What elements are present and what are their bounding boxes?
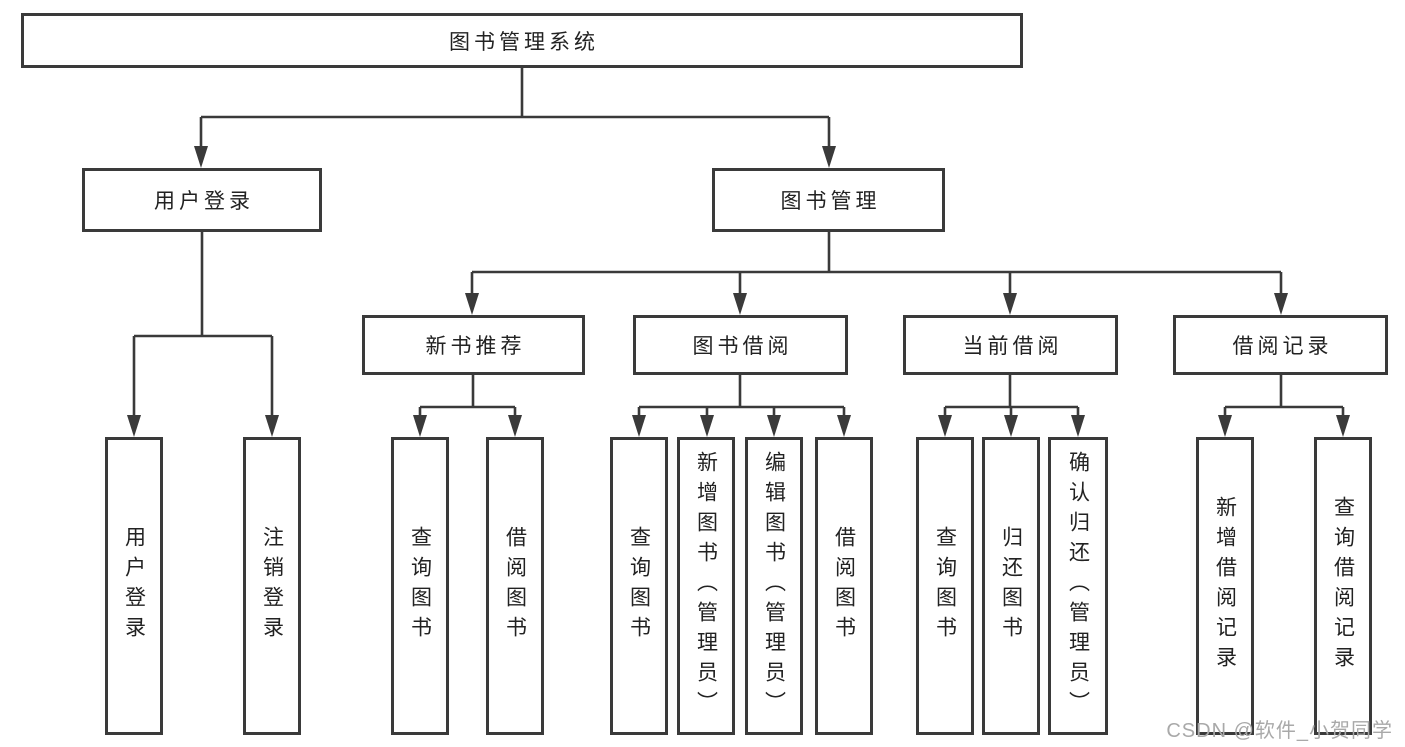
node-leaf-return-books-label: 归还图书 bbox=[999, 526, 1023, 646]
node-leaf-query-books-3-label: 查询图书 bbox=[933, 526, 957, 646]
node-leaf-confirm-return-admin-label: 确认归还（管理员） bbox=[1066, 451, 1090, 721]
node-leaf-confirm-return-admin: 确认归还（管理员） bbox=[1048, 437, 1108, 735]
node-user-login-label: 用户登录 bbox=[154, 190, 254, 213]
node-current-borrow: 当前借阅 bbox=[903, 315, 1118, 375]
node-leaf-return-books: 归还图书 bbox=[982, 437, 1040, 735]
node-borrow-records: 借阅记录 bbox=[1173, 315, 1388, 375]
node-leaf-borrow-books-1: 借阅图书 bbox=[486, 437, 544, 735]
node-leaf-add-borrow-record-label: 新增借阅记录 bbox=[1213, 496, 1237, 676]
connector-shafts bbox=[132, 66, 1345, 420]
node-leaf-query-borrow-record: 查询借阅记录 bbox=[1314, 437, 1372, 735]
node-book-borrow-label: 图书借阅 bbox=[692, 335, 793, 358]
node-root: 图书管理系统 bbox=[21, 13, 1023, 68]
node-leaf-logout: 注销登录 bbox=[243, 437, 301, 735]
node-leaf-borrow-books-2-label: 借阅图书 bbox=[832, 526, 856, 646]
node-leaf-query-borrow-record-label: 查询借阅记录 bbox=[1331, 496, 1355, 676]
node-leaf-logout-label: 注销登录 bbox=[260, 526, 284, 646]
node-root-label: 图书管理系统 bbox=[449, 30, 599, 54]
node-leaf-add-book-admin: 新增图书（管理员） bbox=[677, 437, 735, 735]
node-leaf-add-borrow-record: 新增借阅记录 bbox=[1196, 437, 1254, 735]
node-book-borrow: 图书借阅 bbox=[633, 315, 848, 375]
node-user-login: 用户登录 bbox=[82, 168, 322, 232]
node-leaf-query-books-1-label: 查询图书 bbox=[408, 526, 432, 646]
node-leaf-edit-book-admin-label: 编辑图书（管理员） bbox=[762, 451, 786, 721]
node-leaf-borrow-books-2: 借阅图书 bbox=[815, 437, 873, 735]
node-leaf-query-books-3: 查询图书 bbox=[916, 437, 974, 735]
node-leaf-query-books-2-label: 查询图书 bbox=[627, 526, 651, 646]
node-leaf-query-books-1: 查询图书 bbox=[391, 437, 449, 735]
node-book-management-label: 图书管理 bbox=[780, 190, 881, 213]
watermark: CSDN @软件_小贺同学 bbox=[1166, 720, 1393, 742]
node-leaf-add-book-admin-label: 新增图书（管理员） bbox=[694, 451, 718, 721]
node-borrow-records-label: 借阅记录 bbox=[1232, 335, 1333, 358]
node-book-management: 图书管理 bbox=[712, 168, 945, 232]
node-current-borrow-label: 当前借阅 bbox=[962, 335, 1063, 358]
node-leaf-user-login: 用户登录 bbox=[105, 437, 163, 735]
node-leaf-borrow-books-1-label: 借阅图书 bbox=[503, 526, 527, 646]
node-leaf-query-books-2: 查询图书 bbox=[610, 437, 668, 735]
arrowheads bbox=[127, 146, 1350, 437]
node-leaf-user-login-label: 用户登录 bbox=[122, 526, 146, 646]
node-new-book-recommend: 新书推荐 bbox=[362, 315, 585, 375]
node-leaf-edit-book-admin: 编辑图书（管理员） bbox=[745, 437, 803, 735]
node-new-book-recommend-label: 新书推荐 bbox=[425, 335, 526, 358]
